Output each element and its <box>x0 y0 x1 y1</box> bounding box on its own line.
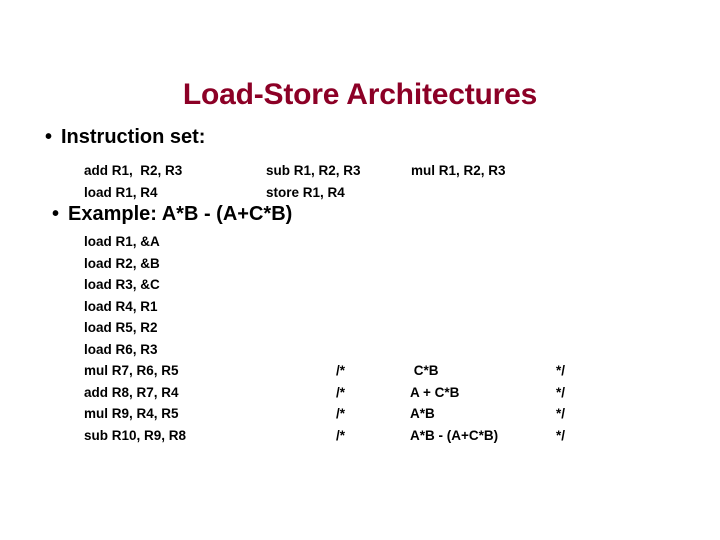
bullet-dot-icon: • <box>52 203 60 225</box>
page-title: Load-Store Architectures <box>182 78 538 111</box>
bullet-example-label: Example: A*B - (A+C*B) <box>68 203 293 225</box>
instruction-set-column-2: sub R1, R2, R3 store R1, R4 <box>266 163 361 200</box>
comment-close-column: */ */ */ */ <box>556 363 566 443</box>
instruction-set-column-3: mul R1, R2, R3 <box>411 163 506 178</box>
comment-body-column: C*B A + C*B A*B A*B - (A+C*B) <box>410 363 499 443</box>
bullet-dot-icon: • <box>45 126 53 148</box>
example-code-listing: load R1, &A load R2, &B load R3, &C load… <box>84 234 187 443</box>
instruction-set-column-1: add R1, R2, R3 load R1, R4 <box>84 163 183 200</box>
bullet-instruction-set: • Instruction set: <box>45 125 205 149</box>
bullet-instruction-set-label: Instruction set: <box>61 126 206 148</box>
comment-open-column: /* /* /* /* <box>336 363 346 443</box>
bullet-example: • Example: A*B - (A+C*B) <box>52 202 292 226</box>
